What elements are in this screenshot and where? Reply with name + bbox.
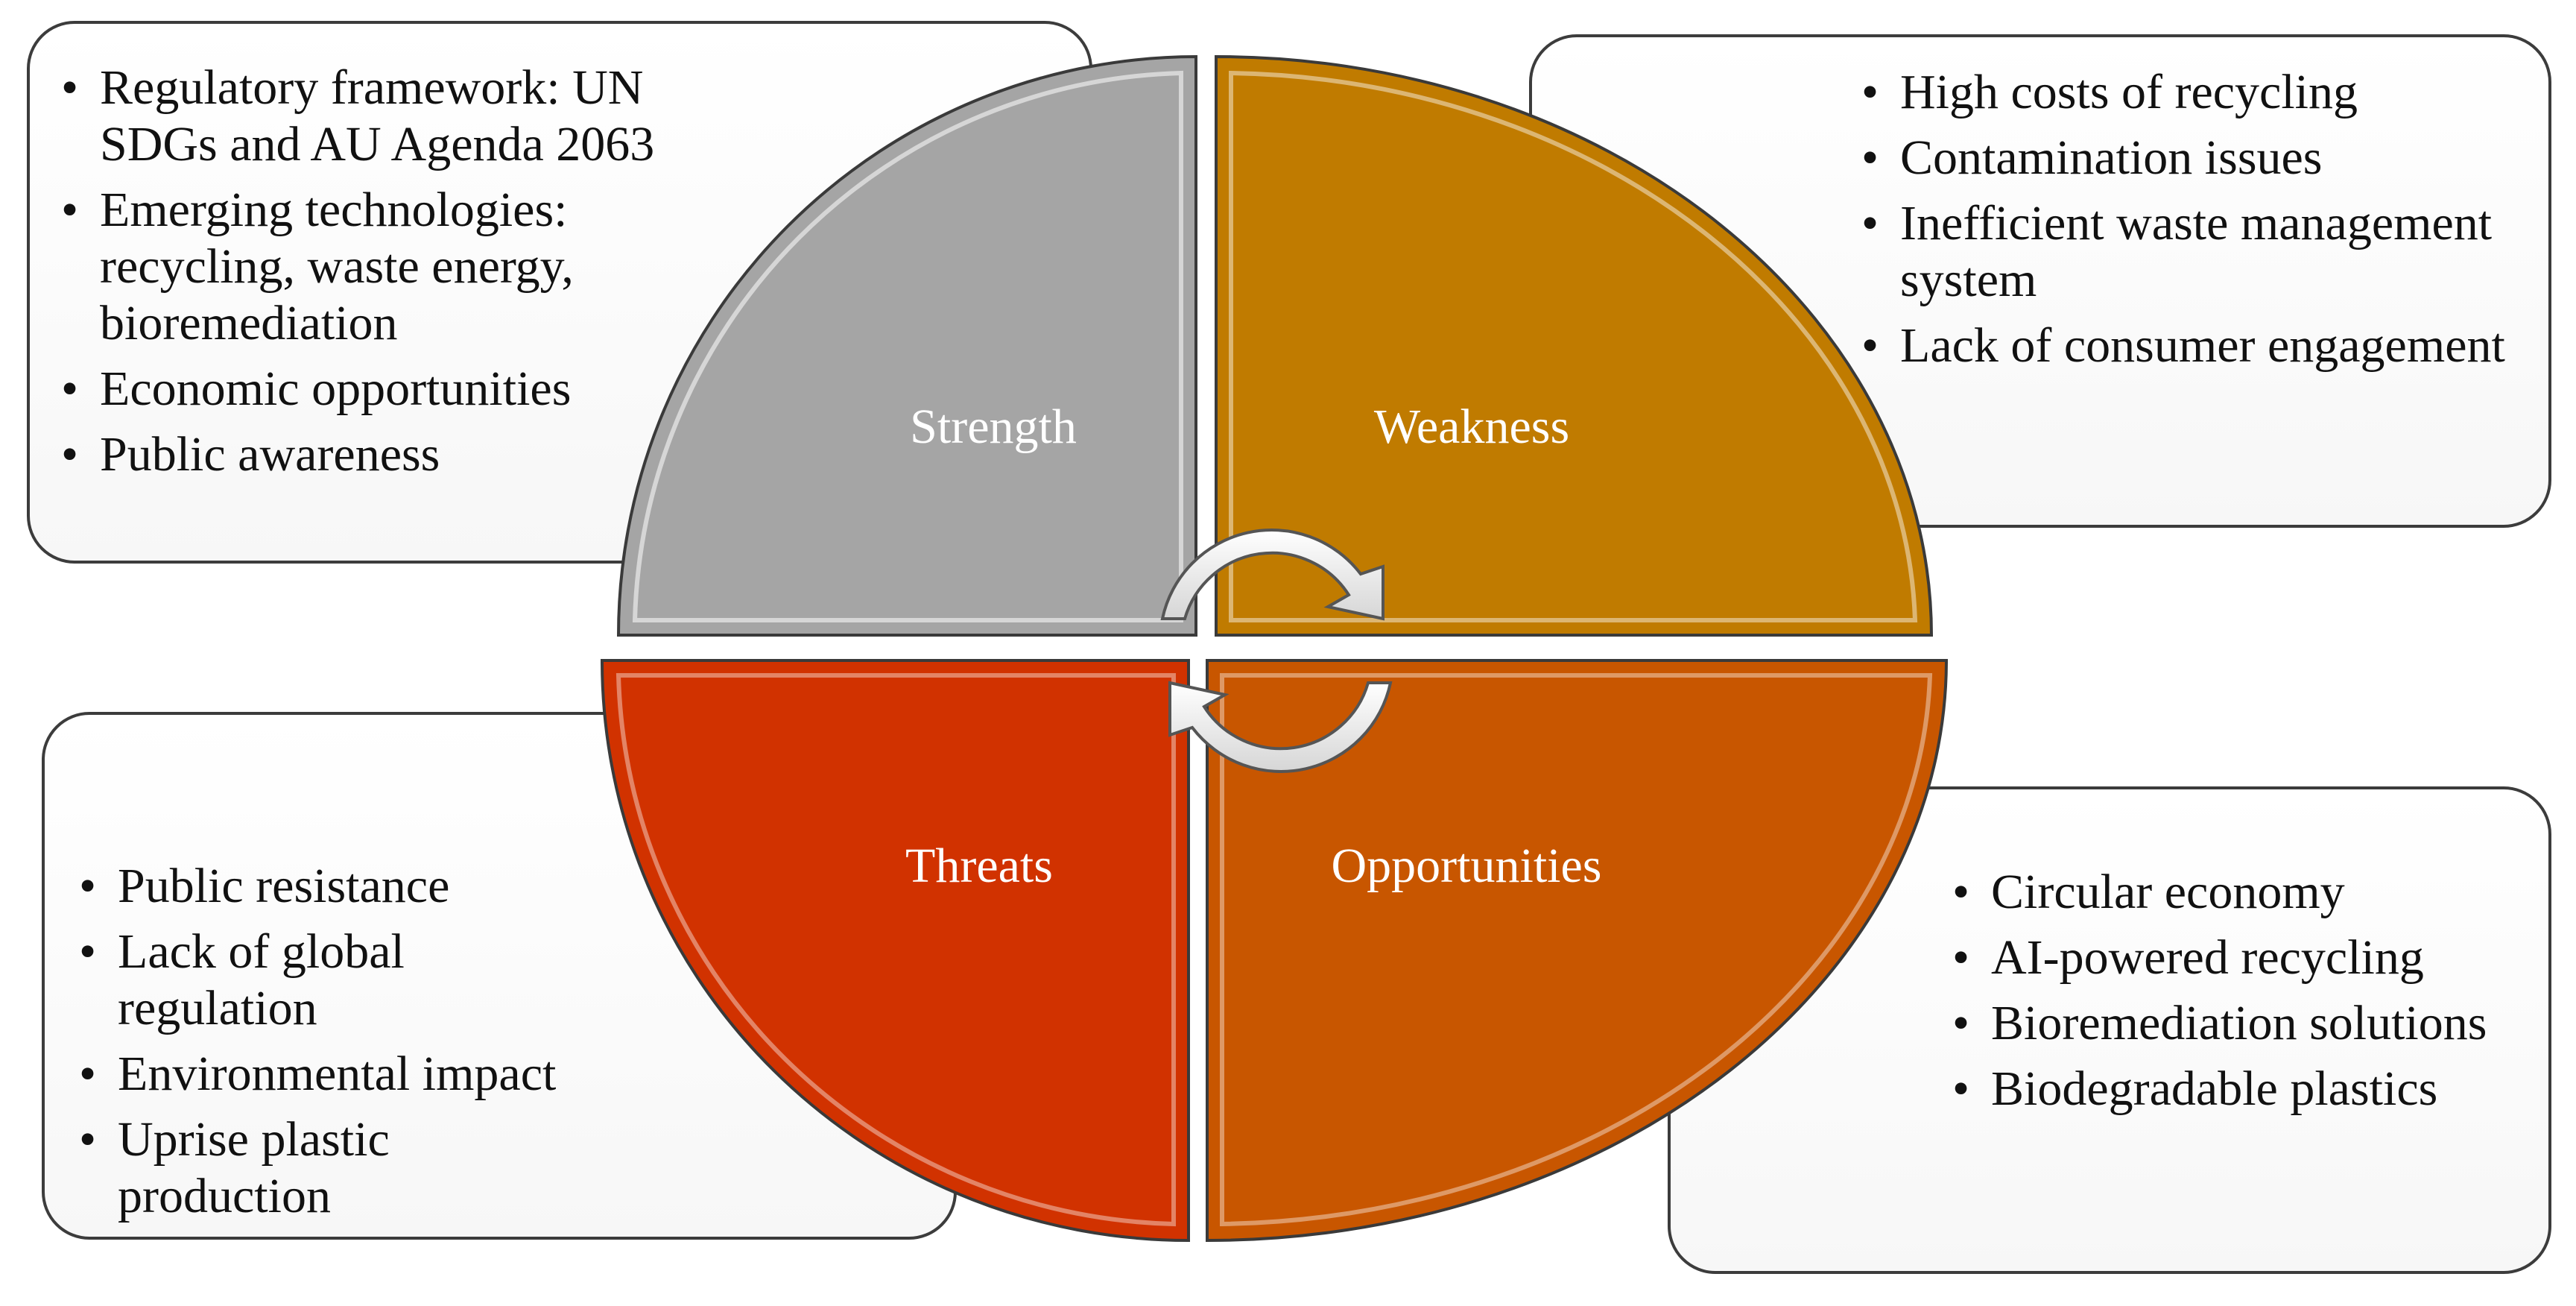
weakness-item: Lack of consumer engagement: [1855, 318, 2511, 374]
opportunities-list: Circular economy AI-powered recycling Bi…: [1946, 864, 2535, 1126]
opportunities-label: Opportunities: [1331, 839, 1602, 893]
weakness-list: High costs of recycling Contamination is…: [1855, 64, 2511, 383]
threats-list: Public resistance Lack of global regulat…: [73, 858, 610, 1234]
threats-item: Lack of global regulation: [73, 924, 610, 1037]
weakness-shape: [1215, 54, 1934, 637]
strength-bevel: [632, 70, 1183, 622]
opportunities-item: Bioremediation solutions: [1946, 995, 2535, 1052]
opportunities-item: Circular economy: [1946, 864, 2535, 921]
strength-item: Regulatory framework: UN SDGs and AU Age…: [55, 60, 756, 173]
threats-item: Uprise plastic production: [73, 1111, 610, 1225]
weakness-item: Contamination issues: [1855, 130, 2511, 186]
strength-shape: [616, 54, 1197, 637]
arrow-clockwise-bottom-icon: [1168, 681, 1393, 773]
arrow-clockwise-top-icon: [1160, 529, 1384, 621]
weakness-bevel: [1229, 70, 1918, 622]
opportunities-quadrant: [1206, 659, 1949, 1243]
weakness-label: Weakness: [1373, 400, 1570, 454]
cycle-arrows: [1160, 529, 1393, 773]
threats-quadrant: [600, 659, 1190, 1243]
opportunities-item: Biodegradable plastics: [1946, 1061, 2535, 1117]
strength-label: Strength: [910, 400, 1077, 454]
weakness-item: High costs of recycling: [1855, 64, 2511, 121]
opportunities-bevel: [1220, 673, 1933, 1227]
strength-quadrant: [616, 54, 1197, 637]
threats-label: Threats: [905, 839, 1053, 893]
strength-item: Public awareness: [55, 426, 756, 483]
opportunities-shape: [1206, 659, 1949, 1243]
threats-item: Environmental impact: [73, 1046, 610, 1102]
threats-bevel: [615, 673, 1176, 1227]
strength-list: Regulatory framework: UN SDGs and AU Age…: [55, 60, 756, 492]
strength-item: Emerging technologies: recycling, waste …: [55, 182, 756, 352]
weakness-quadrant: [1215, 54, 1934, 637]
opportunities-item: AI-powered recycling: [1946, 930, 2535, 986]
threats-item: Public resistance: [73, 858, 610, 915]
strength-item: Economic opportunities: [55, 361, 756, 417]
threats-shape: [600, 659, 1190, 1243]
weakness-item: Inefficient waste management system: [1855, 195, 2511, 309]
